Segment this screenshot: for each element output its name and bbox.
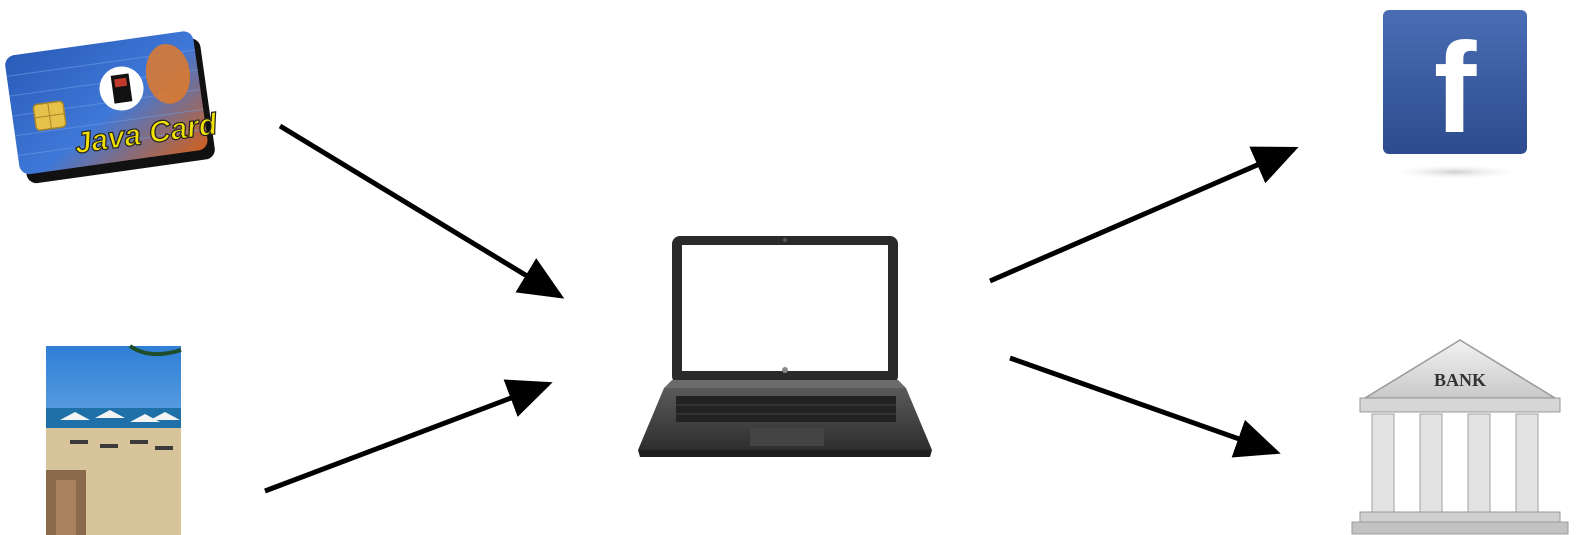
facebook-node: f [1383,10,1527,180]
bank-label: BANK [1434,370,1486,390]
arrow-java-card-to-laptop [280,126,560,296]
facebook-letter: f [1434,17,1477,160]
arrow-laptop-to-bank [1010,358,1276,452]
arrow-laptop-to-facebook [990,149,1294,281]
beach-photo-node [46,346,181,535]
arrow-beach-photo-to-laptop [265,384,548,491]
smart-card-icon [4,29,216,185]
java-card-node: Java Card [4,28,222,185]
bank-node: BANK [1352,340,1568,534]
beach-photo-icon [46,346,181,535]
laptop-node [638,236,932,457]
laptop-icon [638,236,932,457]
facebook-logo-icon: f [1383,10,1527,160]
